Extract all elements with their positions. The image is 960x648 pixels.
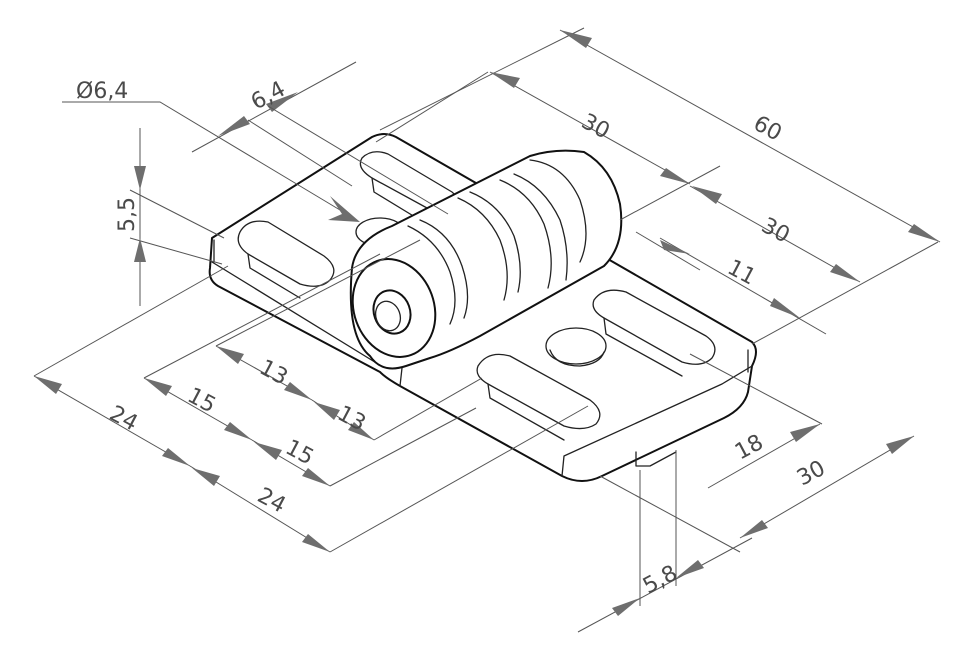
dim-knuckle-left: 30 — [577, 109, 613, 144]
dimension-lines — [33, 27, 941, 633]
dim-edge-offset: 11 — [723, 255, 759, 290]
dim-knuckle-right: 30 — [757, 213, 793, 248]
dim-pitch-b: 24 — [253, 483, 289, 518]
hole-right — [545, 327, 607, 365]
slot-right-bottom — [476, 353, 601, 430]
dim-pin-length: 6,4 — [247, 77, 290, 116]
dim-boss-height: 5,8 — [639, 561, 682, 600]
dim-hole-spacing: 18 — [731, 430, 767, 465]
dim-pitch-a: 24 — [105, 401, 141, 436]
dim-slot-d: 15 — [281, 435, 317, 470]
dim-hole-diameter: Ø6,4 — [76, 79, 128, 104]
pin-hole — [372, 289, 412, 335]
dim-slot-c: 15 — [183, 383, 219, 418]
plate-side-edge — [213, 239, 749, 373]
hinge-part — [208, 133, 757, 482]
boss — [635, 451, 677, 467]
dim-width: 30 — [793, 456, 829, 491]
plate-lower-edge — [211, 261, 753, 477]
slot-right-top — [592, 289, 716, 365]
dim-overall-length: 60 — [749, 111, 785, 146]
dim-thickness: 5,5 — [115, 197, 140, 232]
